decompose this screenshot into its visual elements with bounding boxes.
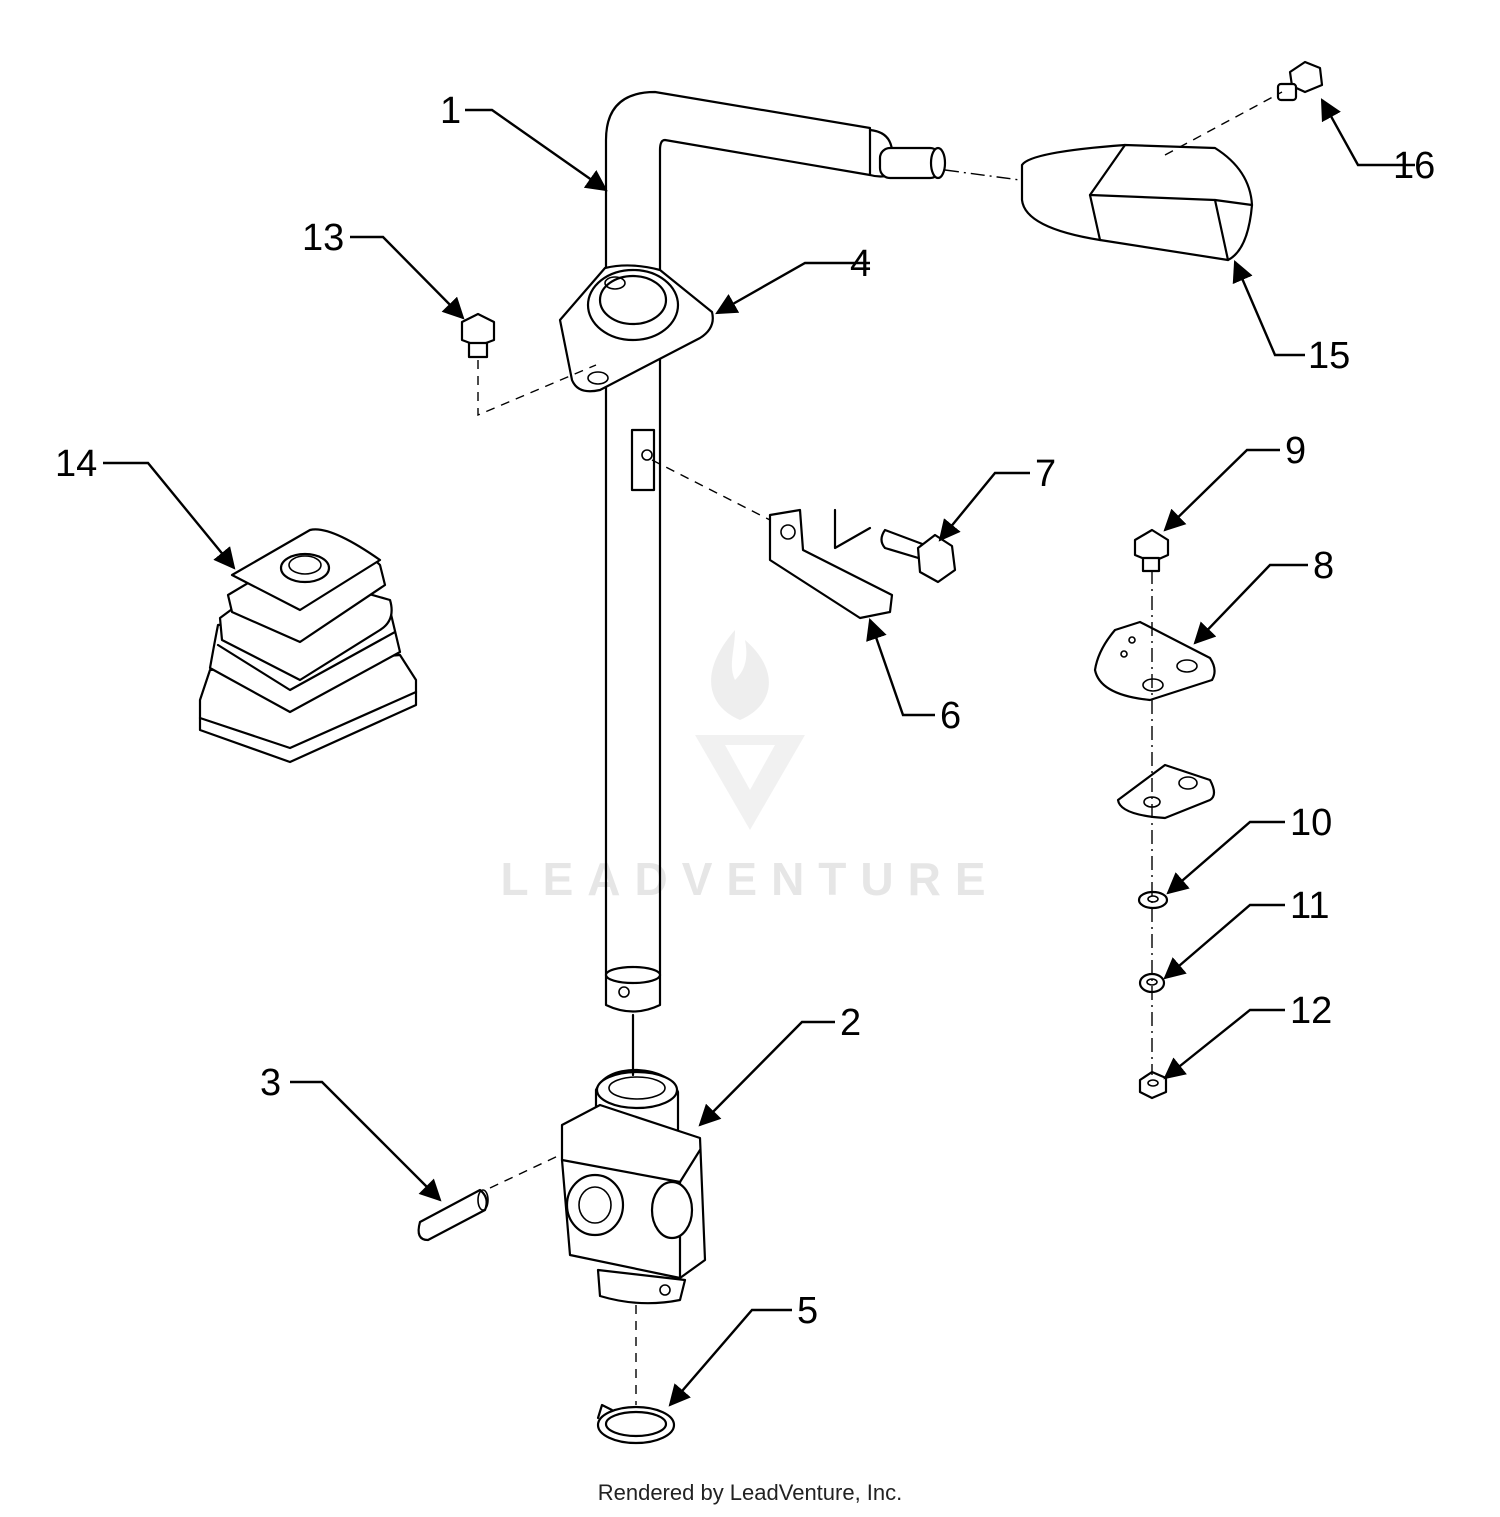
part-1-shift-lever [604, 90, 947, 1013]
callout-14: 14 [55, 443, 97, 485]
part-10-washer [1137, 890, 1169, 910]
part-5-snap-ring [596, 1403, 676, 1445]
callout-8: 8 [1313, 545, 1334, 587]
part-2-universal-joint [560, 1068, 707, 1305]
callout-13: 13 [302, 217, 344, 259]
part-13-bolt [460, 312, 496, 359]
callout-6: 6 [940, 695, 961, 737]
part-9-bolt [1133, 528, 1170, 573]
callout-9: 9 [1285, 430, 1306, 472]
assembly-lines [477, 91, 1283, 1405]
callout-11: 11 [1290, 885, 1329, 927]
watermark-text: LEADVENTURE [500, 853, 999, 905]
callout-15: 15 [1308, 335, 1350, 377]
callout-4: 4 [850, 243, 871, 285]
callout-16: 16 [1393, 145, 1435, 187]
callout-1: 1 [440, 90, 461, 132]
callout-3: 3 [260, 1062, 281, 1104]
part-6-bracket [768, 508, 894, 620]
callout-10: 10 [1290, 802, 1332, 844]
part-4-bearing-flange [558, 264, 714, 393]
leader-lines [103, 98, 1415, 1407]
part-3-roll-pin [417, 1188, 489, 1242]
callout-labels: 1 4 13 14 7 6 9 8 16 15 10 11 12 2 3 5 [55, 90, 1435, 1332]
part-7-bolt [880, 528, 957, 584]
callout-5: 5 [797, 1290, 818, 1332]
watermark-logo [695, 630, 805, 830]
part-8-plate-upper [1093, 620, 1216, 702]
part-8-plate-lower [1116, 763, 1216, 820]
callout-12: 12 [1290, 990, 1332, 1032]
render-credit: Rendered by LeadVenture, Inc. [597, 1480, 903, 1505]
part-15-shift-knob [1020, 143, 1254, 262]
callout-2: 2 [840, 1002, 861, 1044]
part-16-screw [1276, 60, 1324, 102]
part-12-nut [1138, 1070, 1168, 1100]
callout-7: 7 [1035, 453, 1056, 495]
part-14-rubber-boot [198, 528, 418, 764]
